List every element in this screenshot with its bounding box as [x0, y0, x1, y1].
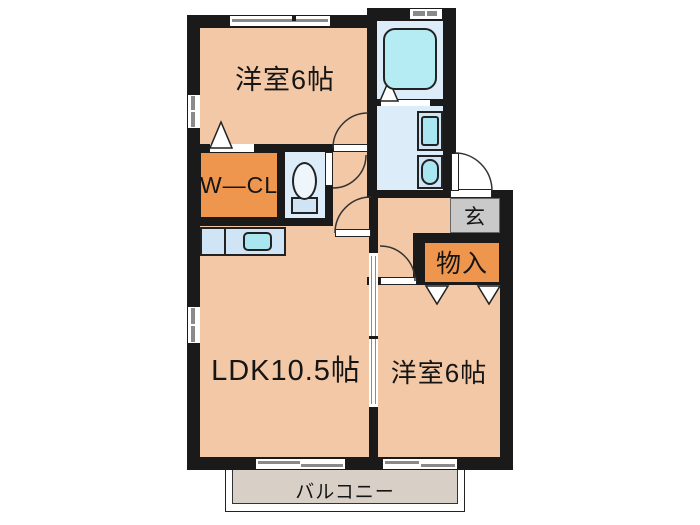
sliding-door-tick — [369, 336, 378, 339]
wall — [413, 233, 513, 241]
door-leaf — [380, 277, 417, 285]
sliding-door-track — [375, 256, 376, 404]
room-label-wcl: W—CL — [199, 171, 279, 198]
wash-basin-bowl — [421, 159, 439, 185]
window-sash — [427, 11, 437, 16]
room-label-bedroom-top: 洋室6帖 — [234, 64, 336, 95]
kitchen-sink-icon — [243, 232, 272, 251]
room-label-bedroom-right: 洋室6帖 — [390, 357, 488, 388]
door-arc — [332, 154, 367, 189]
window-sash — [421, 464, 455, 467]
door-arc — [334, 196, 372, 234]
wall — [187, 457, 513, 470]
window — [256, 459, 345, 469]
room-label-genkan: 玄 — [464, 206, 486, 229]
balcony — [232, 466, 458, 504]
kitchen-counter-divider — [224, 228, 226, 255]
room-label-balcony: バルコニー — [295, 481, 395, 503]
wall — [414, 277, 424, 285]
entrance-threshold — [450, 189, 492, 198]
window-tick — [292, 15, 296, 21]
door-leaf — [325, 152, 333, 186]
window-sash — [191, 308, 195, 324]
folding-door-marker — [208, 120, 234, 149]
window-sash — [191, 96, 195, 110]
sliding-door — [369, 253, 378, 407]
window-sash — [258, 461, 300, 464]
wall — [367, 15, 377, 198]
window-sash — [191, 326, 195, 342]
door-arc — [332, 112, 369, 149]
folding-door-marker — [378, 78, 400, 102]
washing-machine-drum — [421, 116, 439, 146]
wall — [367, 190, 454, 198]
bedroom-top-floor — [200, 27, 370, 152]
window — [383, 459, 457, 469]
door-arc — [379, 245, 416, 282]
window-sash — [191, 112, 195, 127]
closet-door-marker — [424, 285, 450, 306]
walk-in-closet — [198, 150, 280, 220]
wall — [278, 144, 285, 226]
window-sash — [301, 464, 343, 467]
wall — [443, 8, 456, 198]
toilet-icon — [292, 162, 317, 200]
wall — [489, 190, 513, 201]
room-label-ldk: LDK10.5帖 — [211, 355, 361, 387]
storage-closet — [422, 240, 502, 285]
wall — [413, 233, 422, 285]
wall — [187, 144, 334, 152]
wall — [187, 218, 333, 226]
sliding-door-track — [371, 256, 372, 404]
window-sash — [413, 11, 425, 16]
entrance-door-arc — [454, 152, 493, 192]
wall — [500, 190, 513, 470]
window-sash — [232, 19, 328, 22]
entrance-genkan — [450, 198, 500, 233]
wall — [187, 15, 200, 470]
room-label-storage: 物入 — [435, 250, 488, 278]
window-sash — [385, 461, 419, 464]
bathtub-icon — [383, 28, 437, 90]
window — [410, 9, 442, 19]
closet-door-marker — [476, 285, 502, 306]
bath-door-opening — [381, 100, 430, 106]
